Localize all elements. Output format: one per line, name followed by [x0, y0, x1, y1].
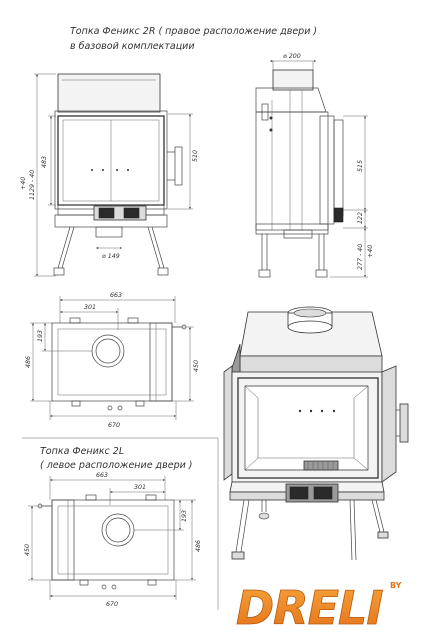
top-r-width: 663 — [110, 292, 122, 299]
top-r-flue-depth: 193 — [37, 330, 44, 342]
side-leg-plus: +40 — [367, 245, 374, 258]
title-line2: в базовой комплектации — [70, 41, 195, 52]
top-l-depth-450: 450 — [24, 544, 31, 556]
front-height-plus: +40 — [20, 177, 27, 190]
top-view-right: 663 301 486 193 450 — [25, 292, 200, 429]
top-r-depth-486: 486 — [25, 356, 32, 368]
top-l-base-width: 670 — [106, 601, 118, 608]
side-height-122: 122 — [357, 212, 364, 224]
title-line1: Топка Феникс 2R ( правое расположение дв… — [70, 26, 317, 37]
front-view: ⌀ 149 +40 1129 - 40 483 510 — [20, 73, 199, 277]
top-l-depth-486: 486 — [195, 540, 202, 552]
flue-diameter-label: ⌀ 200 — [283, 53, 301, 60]
logo-text: DRELI — [236, 581, 383, 635]
top-l-flue-depth: 193 — [181, 510, 188, 522]
front-total-height: 1129 - 40 — [29, 170, 36, 200]
variant-title-line1: Топка Феникс 2L — [40, 446, 124, 457]
front-glass-height: 483 — [41, 156, 48, 168]
top-r-base-width: 670 — [108, 422, 120, 429]
front-door-height: 510 — [192, 150, 199, 162]
isometric-view — [223, 306, 409, 561]
top-r-flue-offset: 301 — [84, 304, 96, 311]
dreli-logo: DRELI BY — [236, 581, 402, 635]
top-l-width: 663 — [96, 472, 108, 479]
side-leg-height: 277 - 40 — [357, 244, 364, 270]
top-r-depth-450: 450 — [193, 360, 200, 372]
top-view-left: 663 301 450 486 193 — [24, 472, 202, 608]
side-height-515: 515 — [357, 160, 364, 172]
side-view: ⌀ 200 515 122 277 - 40 — [255, 53, 374, 278]
logo-superscript: BY — [390, 581, 402, 590]
outlet-diameter-label: ⌀ 149 — [102, 253, 120, 260]
variant-title-line2: ( левое расположение двери ) — [40, 460, 193, 471]
top-l-flue-offset: 301 — [134, 484, 146, 491]
